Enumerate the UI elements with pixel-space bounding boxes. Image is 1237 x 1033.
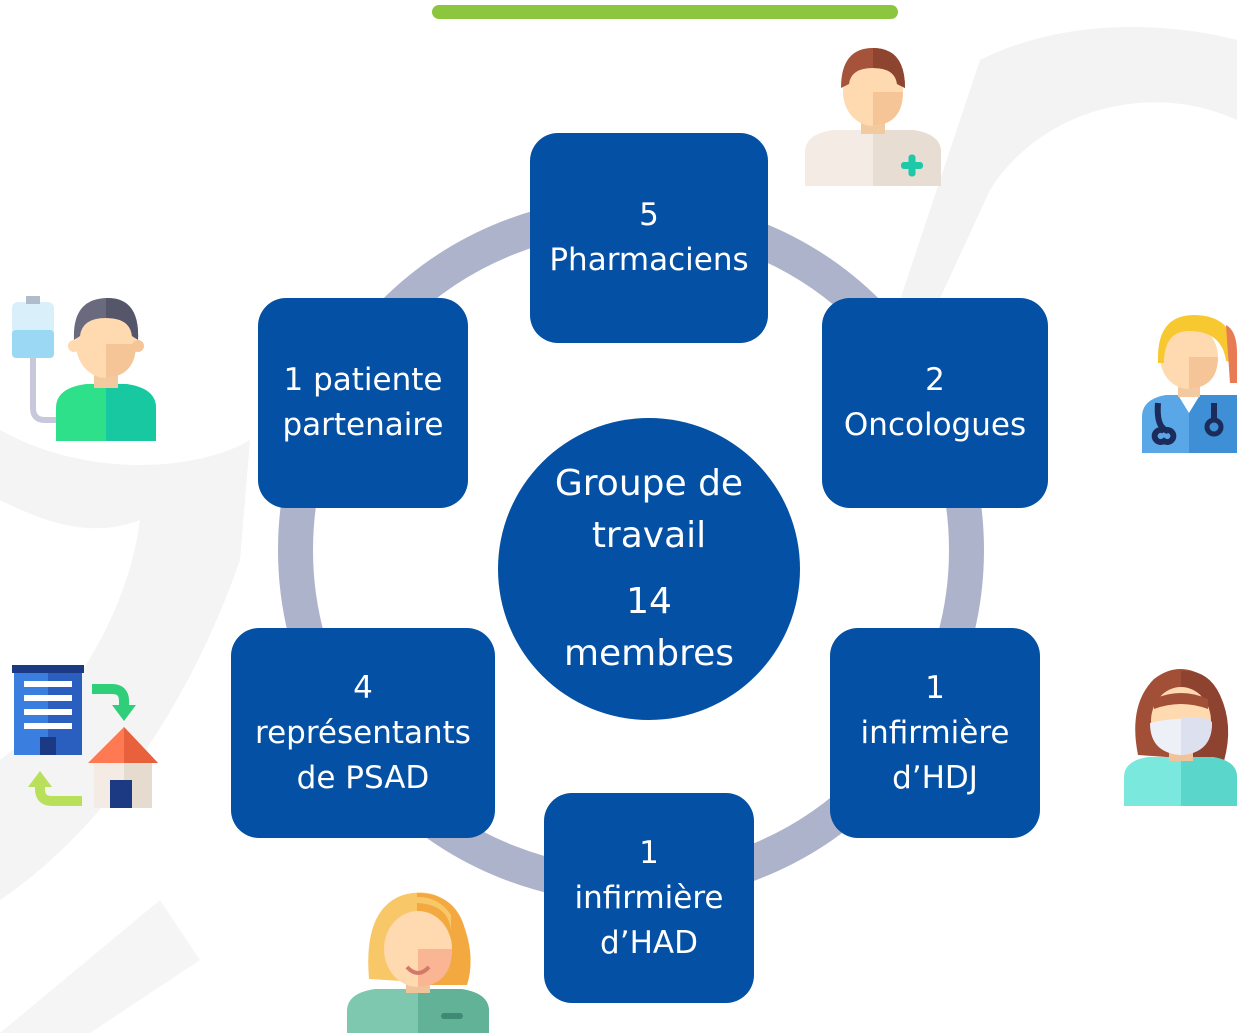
center-circle: Groupe de travail 14 membres (498, 418, 800, 720)
node-pharmaciens: 5 Pharmaciens (530, 133, 768, 343)
center-title-line2: travail (591, 515, 707, 556)
node-had-label: infirmière (574, 879, 724, 916)
patient-iv-icon (12, 296, 156, 441)
node-oncologues: 2 Oncologues (822, 298, 1048, 508)
nurse-hdj-icon (1124, 669, 1237, 806)
node-oncologues-count: 2 (925, 362, 945, 398)
node-psad-label-2: de PSAD (296, 759, 430, 796)
node-hdj-count: 1 (925, 669, 945, 706)
node-infirmiere-had: 1 infirmière d’HAD (544, 793, 754, 1003)
center-count: 14 (626, 581, 672, 622)
node-pharmaciens-label: Pharmaciens (549, 242, 749, 278)
node-pharmaciens-count: 5 (639, 197, 659, 233)
node-hdj-label-2: d’HDJ (892, 759, 978, 796)
node-psad-label: représentants (255, 714, 471, 751)
center-title-line1: Groupe de (554, 463, 744, 504)
node-oncologues-label: Oncologues (843, 407, 1027, 443)
node-patiente-label: 1 patiente (283, 362, 443, 398)
hospital-home-icon (12, 665, 158, 808)
node-had-count: 1 (639, 834, 659, 871)
node-patiente: 1 patiente partenaire (258, 298, 468, 508)
accent-bar (432, 5, 898, 19)
pharmacist-icon (805, 48, 941, 186)
center-count-label: membres (563, 633, 735, 674)
oncologist-icon (1142, 315, 1237, 453)
node-had-label-2: d’HAD (600, 924, 698, 961)
node-psad-count: 4 (353, 669, 373, 706)
node-patiente-label-2: partenaire (282, 407, 444, 443)
node-hdj-label: infirmière (860, 714, 1010, 751)
node-infirmiere-hdj: 1 infirmière d’HDJ (830, 628, 1040, 838)
node-psad: 4 représentants de PSAD (231, 628, 495, 838)
nurse-had-icon (347, 892, 489, 1033)
